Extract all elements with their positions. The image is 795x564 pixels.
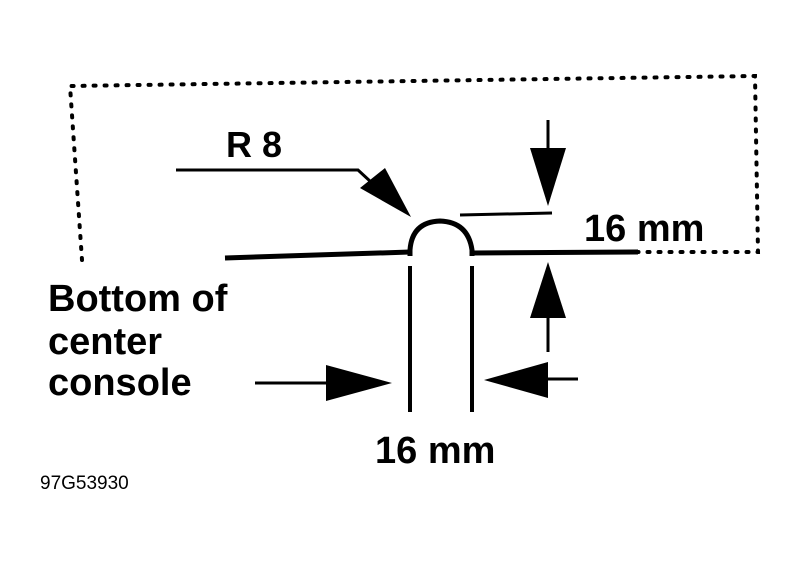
height-extension-line-top [459,211,553,217]
width-arrow-left-head [326,365,392,401]
console-bottom-line-right [471,249,639,256]
figure-id: 97G53930 [40,473,129,494]
width-arrow-right-head [484,362,548,398]
radius-leader-line [176,168,387,197]
width-dimension-label: 16 mm [375,430,495,472]
part-label-line3: console [48,362,192,404]
radius-label: R 8 [226,124,282,165]
radius-arrowhead [360,168,411,217]
height-arrow-bottom-head [530,262,566,318]
height-arrow-top-head [530,148,566,206]
height-dimension-label: 16 mm [584,208,704,250]
part-label-line1: Bottom of [48,278,228,320]
rounded-tab [407,218,475,256]
console-outline-dotted [67,73,761,262]
part-label-line2: center [48,321,162,363]
console-bottom-line-left [224,249,411,261]
